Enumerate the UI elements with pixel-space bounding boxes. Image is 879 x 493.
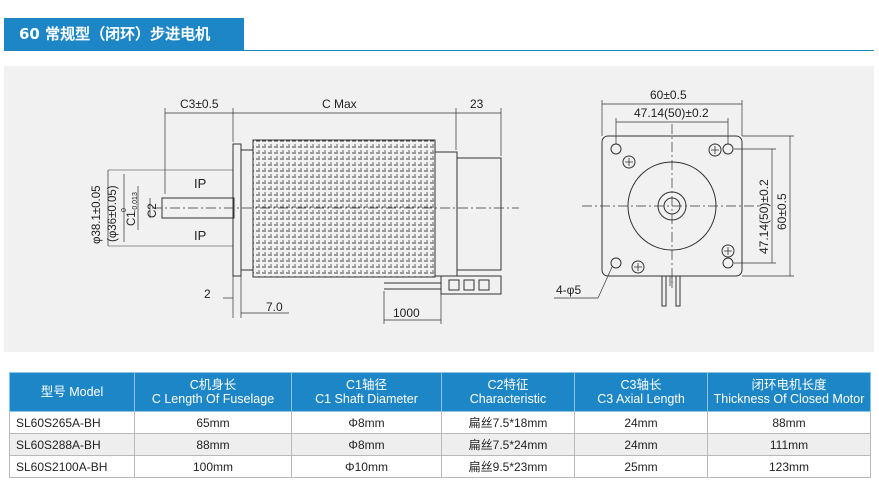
screw	[721, 244, 735, 258]
mounting-hole	[610, 257, 622, 269]
cell-model: SL60S2100A-BH	[9, 455, 135, 478]
table-row: SL60S2100A-BH 100mm Φ10mm 扁丝9.5*23mm 25m…	[9, 455, 871, 478]
dim-shaft-dia-alt-label: (φ36±0.05)	[107, 185, 119, 242]
motor-rear-cap	[434, 151, 458, 277]
col-header-closed-motor: 闭环电机长度 Thickness Of Closed Motor	[707, 372, 871, 412]
col-header-characteristic: C2特征 Characteristic	[441, 372, 575, 412]
cell-shaft-diameter: Φ8mm	[291, 433, 442, 456]
table-row: SL60S265A-BH 65mm Φ8mm 扁丝7.5*18mm 24mm 8…	[9, 411, 871, 434]
table-header-row: 型号 Model C机身长 C Length Of Fuselage C1轴径 …	[9, 372, 871, 412]
cell-closed-motor: 123mm	[707, 455, 871, 478]
spec-table: 型号 Model C机身长 C Length Of Fuselage C1轴径 …	[9, 372, 871, 478]
dim-1000-label: 1000	[393, 306, 420, 320]
motor-front-cap	[240, 149, 254, 271]
cell-model: SL60S265A-BH	[9, 411, 135, 434]
motor-dimension-drawing: C3±0.5 C Max 23 IP IP 2 7.0 1000 φ38.1±0…	[91, 88, 794, 324]
col-header-axial-length: C3轴长 C3 Axial Length	[574, 372, 708, 412]
mounting-hole	[610, 143, 622, 155]
screw	[631, 260, 645, 274]
cell-shaft-diameter: Φ8mm	[291, 411, 442, 434]
dim-47-side-label: 47.14(50)±0.2	[757, 179, 771, 254]
cell-axial-length: 24mm	[574, 433, 708, 456]
lead-wire	[675, 276, 681, 307]
dim-7-label: 7.0	[266, 300, 283, 314]
encoder-housing	[456, 157, 502, 271]
dim-60-side-label: 60±0.5	[775, 193, 789, 230]
cell-closed-motor: 111mm	[707, 433, 871, 456]
cell-length: 88mm	[134, 433, 292, 456]
col-header-shaft-diameter: C1轴径 C1 Shaft Diameter	[291, 372, 442, 412]
dim-60-top-label: 60±0.5	[650, 88, 687, 102]
ip-top-label: IP	[194, 176, 206, 191]
technical-drawing-panel: C3±0.5 C Max 23 IP IP 2 7.0 1000 φ38.1±0…	[4, 66, 874, 352]
dim-2-label: 2	[204, 287, 211, 301]
front-view-labels: 60±0.5 47.14(50)±0.2 47.14(50)±0.2 60±0.…	[556, 88, 789, 297]
dim-c1-tol-upper: 0	[121, 208, 128, 212]
dim-c1-label: C1	[126, 211, 138, 226]
cell-shaft-diameter: Φ10mm	[291, 455, 442, 478]
cell-axial-length: 24mm	[574, 411, 708, 434]
side-view	[107, 108, 519, 324]
motor-connector	[440, 275, 502, 295]
side-view-labels: C3±0.5 C Max 23 IP IP 2 7.0 1000 φ38.1±0…	[91, 97, 484, 320]
screw	[622, 155, 636, 169]
col-header-length: C机身长 C Length Of Fuselage	[134, 372, 292, 412]
dim-c3-label: C3±0.5	[180, 97, 219, 111]
dim-c2-label: C2	[147, 203, 159, 218]
cell-length: 100mm	[134, 455, 292, 478]
dim-holes-label: 4-φ5	[556, 283, 581, 297]
mounting-hole	[722, 143, 734, 155]
title-underline	[4, 50, 874, 51]
cell-characteristic: 扁丝7.5*18mm	[441, 411, 575, 434]
table-row: SL60S288A-BH 88mm Φ8mm 扁丝7.5*24mm 24mm 1…	[9, 433, 871, 456]
mounting-hole	[722, 257, 734, 269]
cell-model: SL60S288A-BH	[9, 433, 135, 456]
col-header-model: 型号 Model	[9, 372, 135, 412]
motor-body	[252, 139, 436, 278]
dim-47-top-label: 47.14(50)±0.2	[634, 106, 709, 120]
dim-c1-tol-lower: -0.013	[132, 192, 139, 212]
cell-closed-motor: 88mm	[707, 411, 871, 434]
dim-cmax-label: C Max	[322, 97, 357, 111]
dim-shaft-dia-label: φ38.1±0.05	[91, 185, 103, 244]
screw	[708, 143, 722, 157]
cell-axial-length: 25mm	[574, 455, 708, 478]
cell-characteristic: 扁丝7.5*24mm	[441, 433, 575, 456]
section-title: 60 常规型（闭环）步进电机	[4, 18, 244, 50]
cell-characteristic: 扁丝9.5*23mm	[441, 455, 575, 478]
ip-bottom-label: IP	[194, 228, 206, 243]
dim-23-label: 23	[470, 97, 484, 111]
front-view	[554, 100, 794, 307]
lead-wire	[661, 276, 667, 307]
cell-length: 65mm	[134, 411, 292, 434]
